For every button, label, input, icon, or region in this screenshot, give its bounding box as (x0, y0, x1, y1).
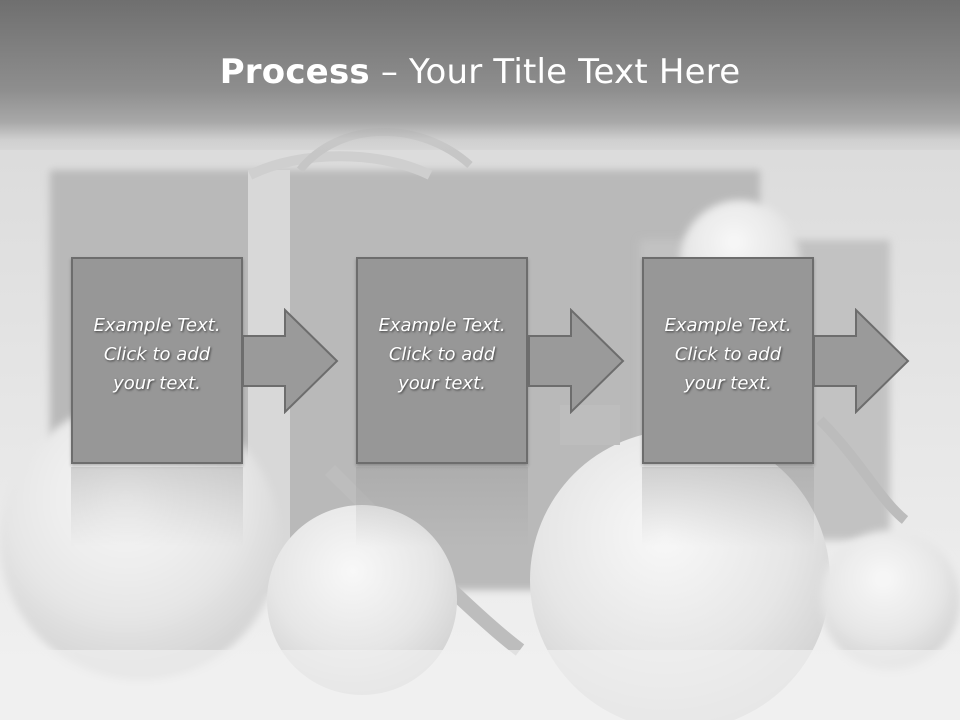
slide-title[interactable]: Process – Your Title Text Here (0, 52, 960, 92)
title-bold: Process (219, 52, 370, 92)
step-box[interactable] (71, 257, 243, 464)
process-step-3[interactable]: Example Text. Click to add your text. (642, 257, 816, 547)
title-rest: – Your Title Text Here (369, 52, 741, 92)
right-arrow-icon (242, 308, 339, 414)
process-step-1[interactable]: Example Text. Click to add your text. (71, 257, 245, 547)
step-reflection (71, 467, 243, 547)
step-box[interactable] (356, 257, 528, 464)
step-reflection (356, 467, 528, 547)
step-reflection (642, 467, 814, 547)
step-box[interactable] (642, 257, 814, 464)
step-text[interactable]: Example Text. Click to add your text. (378, 315, 506, 394)
right-arrow-icon (813, 308, 910, 414)
right-arrow-icon (528, 308, 625, 414)
step-text[interactable]: Example Text. Click to add your text. (93, 315, 221, 394)
process-step-2[interactable]: Example Text. Click to add your text. (356, 257, 530, 547)
title-bar (0, 0, 960, 150)
step-text[interactable]: Example Text. Click to add your text. (664, 315, 792, 394)
